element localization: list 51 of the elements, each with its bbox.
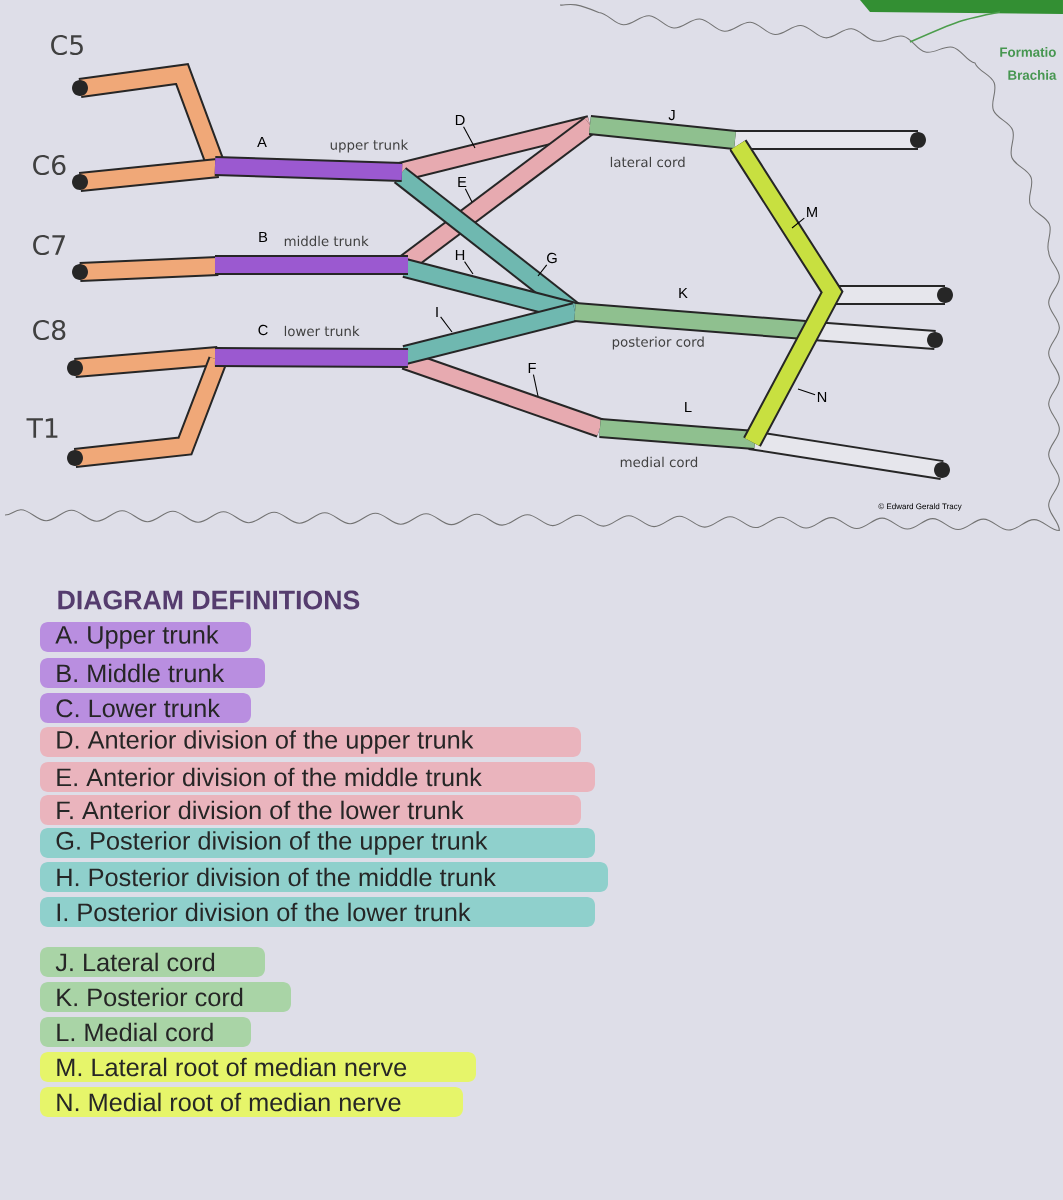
definition-text: K. Posterior cord — [57, 987, 243, 1007]
callout-letter: B — [259, 231, 268, 243]
leader-line — [464, 261, 474, 275]
callout-letter: E — [458, 177, 467, 188]
heading-fragment: Brachia — [1008, 70, 1057, 80]
definition-text: G. Posterior division of the upper trunk — [56, 831, 488, 855]
definition-text: C. Lower trunk — [56, 698, 220, 718]
callout-letter: F — [528, 362, 536, 374]
handwritten-label: middle trunk — [284, 235, 369, 247]
callout-letter: N — [817, 391, 827, 403]
leader-line — [463, 126, 476, 149]
section-heading: DIAGRAM DEFINITIONS — [58, 590, 360, 610]
root-label: C7 — [33, 234, 65, 256]
definition-text: N. Medial root of median nerve — [57, 1092, 401, 1112]
heading-fragment: Formatio — [1000, 47, 1056, 57]
leader-line — [791, 217, 805, 229]
handwritten-label: lower trunk — [284, 325, 360, 337]
callout-letter: A — [257, 136, 267, 148]
leader-line — [464, 188, 473, 203]
leader-line — [797, 388, 816, 396]
callout-letter: H — [455, 250, 465, 261]
handwritten-label: lateral cord — [610, 156, 685, 168]
handwritten-label: posterior cord — [612, 336, 704, 350]
root-label: C8 — [33, 319, 66, 341]
definition-text: I. Posterior division of the lower trunk — [57, 902, 471, 922]
definition-text: M. Lateral root of median nerve — [57, 1057, 407, 1077]
callout-letter: L — [685, 401, 692, 413]
callout-letter: I — [436, 307, 438, 318]
callout-letter: C — [258, 324, 268, 336]
leader-line — [532, 374, 539, 397]
definition-text: B. Middle trunk — [57, 663, 225, 683]
definition-text: J. Lateral cord — [55, 952, 215, 972]
definition-text: A. Upper trunk — [55, 625, 219, 649]
callout-letter: D — [455, 115, 465, 126]
root-label: C6 — [33, 154, 66, 176]
callout-letter: K — [679, 288, 688, 299]
callout-letter: M — [807, 207, 817, 218]
definition-text: D. Anterior division of the upper trunk — [57, 730, 474, 754]
root-label: T1 — [26, 418, 58, 438]
leader-line — [537, 264, 548, 277]
callout-letter: J — [668, 109, 675, 121]
root-label: C5 — [51, 34, 83, 56]
definition-text: H. Posterior division of the middle trunk — [57, 867, 496, 887]
handwritten-label: medial cord — [620, 456, 698, 468]
leader-line — [440, 316, 453, 333]
definition-text: F. Anterior division of the lower trunk — [57, 800, 464, 820]
handwritten-label: upper trunk — [330, 139, 409, 153]
copyright-note: © Edward Gerald Tracy — [878, 503, 962, 511]
callout-letter: G — [547, 252, 557, 264]
definition-text: E. Anterior division of the middle trunk — [57, 767, 482, 787]
definition-text: L. Medial cord — [57, 1022, 213, 1042]
